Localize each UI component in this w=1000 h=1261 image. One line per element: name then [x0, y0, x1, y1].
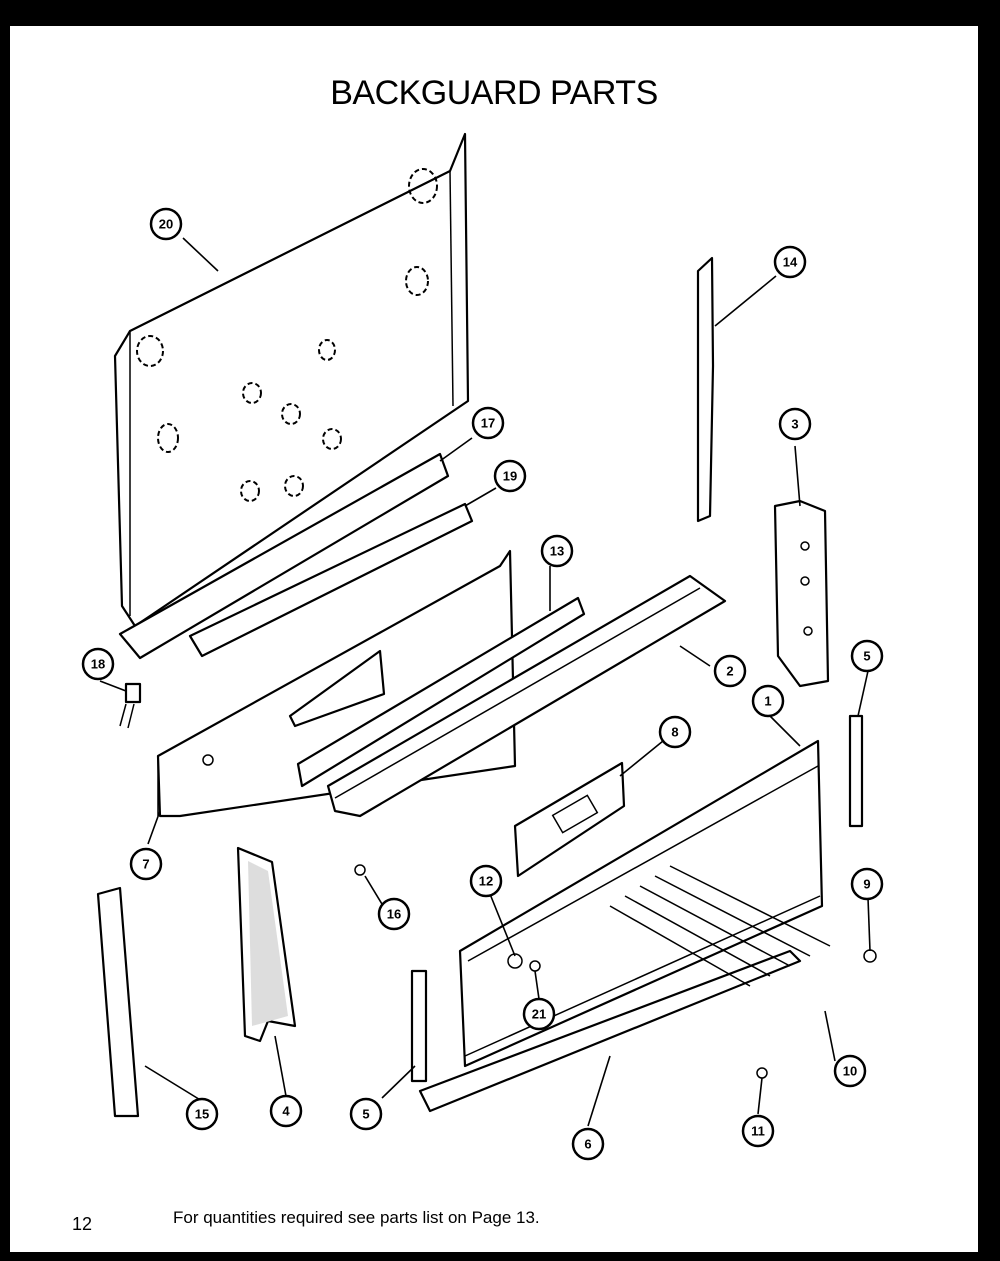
callout-4: 4: [269, 1094, 303, 1128]
svg-text:9: 9: [863, 877, 870, 892]
svg-text:7: 7: [142, 857, 149, 872]
part-13-strip: [296, 596, 586, 788]
svg-text:2: 2: [726, 664, 733, 679]
callout-5-right: 5: [850, 639, 884, 673]
callout-5-left: 5: [349, 1097, 383, 1131]
part-8-clock-module: [513, 761, 626, 878]
leader-lines: [99, 237, 871, 1127]
callout-17: 17: [471, 406, 505, 440]
part-18-switch: [119, 682, 142, 729]
svg-text:13: 13: [550, 544, 564, 559]
callout-8: 8: [658, 715, 692, 749]
svg-text:8: 8: [671, 725, 678, 740]
part-1-control-panel: [458, 739, 824, 1068]
backguard-exploded-diagram: 20 14 17 19 3 13 18 2 5 1 8 7 12 9 16 21…: [81, 132, 884, 1161]
part-15-side-trim: [96, 886, 140, 1118]
svg-text:19: 19: [503, 469, 517, 484]
part-6-lower-trim: [418, 949, 802, 1113]
svg-text:17: 17: [481, 416, 495, 431]
part-19-trim-strip: [188, 502, 474, 658]
callout-10: 10: [833, 1054, 867, 1088]
svg-text:4: 4: [282, 1104, 290, 1119]
part-2-top-cap: [326, 574, 727, 818]
callout-12: 12: [469, 864, 503, 898]
part-14-side-trim: [696, 256, 715, 523]
callout-7: 7: [129, 847, 163, 881]
svg-text:5: 5: [863, 649, 870, 664]
part-3-end-cap: [773, 499, 830, 688]
callout-3: 3: [778, 407, 812, 441]
callout-6: 6: [571, 1127, 605, 1161]
svg-text:3: 3: [791, 417, 798, 432]
svg-text:15: 15: [195, 1107, 209, 1122]
svg-text:10: 10: [843, 1064, 857, 1079]
svg-text:12: 12: [479, 874, 493, 889]
svg-text:6: 6: [584, 1137, 591, 1152]
callout-19: 19: [493, 459, 527, 493]
callout-14: 14: [773, 245, 807, 279]
callout-13: 13: [540, 534, 574, 568]
callout-1: 1: [751, 684, 785, 718]
callout-11: 11: [741, 1114, 775, 1148]
svg-text:18: 18: [91, 657, 105, 672]
part-17-trim-strip: [118, 452, 450, 660]
callout-2: 2: [713, 654, 747, 688]
callout-9: 9: [850, 867, 884, 901]
callout-21: 21: [522, 997, 556, 1031]
svg-text:16: 16: [387, 907, 401, 922]
callout-15: 15: [185, 1097, 219, 1131]
diagram-page: BACKGUARD PARTS: [10, 26, 978, 1252]
svg-text:5: 5: [362, 1107, 369, 1122]
svg-text:1: 1: [764, 694, 771, 709]
part-5-bracket-right: [848, 714, 864, 828]
svg-text:14: 14: [783, 255, 798, 270]
part-5-bracket-left: [410, 969, 428, 1083]
svg-text:11: 11: [751, 1124, 765, 1139]
svg-text:21: 21: [532, 1007, 546, 1022]
callout-20: 20: [149, 207, 183, 241]
page-number: 12: [72, 1214, 93, 1234]
parts-footnote: For quantities required see parts list o…: [173, 1208, 540, 1227]
callout-16: 16: [377, 897, 411, 931]
page-title: BACKGUARD PARTS: [330, 74, 658, 112]
svg-text:20: 20: [159, 217, 173, 232]
callout-18: 18: [81, 647, 115, 681]
part-4-glass-panel: [236, 846, 297, 1043]
